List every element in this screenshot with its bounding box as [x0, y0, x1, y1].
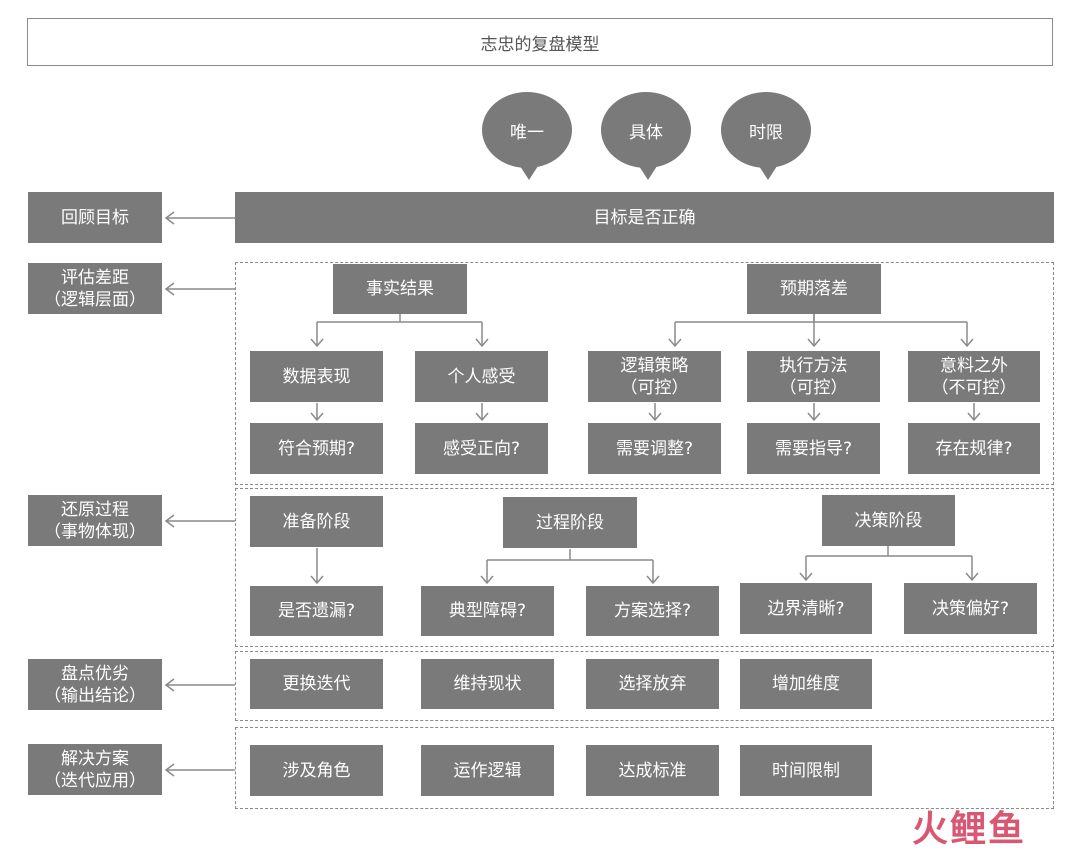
- label-restore-process: 还原过程 （事物体现）: [28, 495, 162, 546]
- solution-operating-logic: 运作逻辑: [421, 745, 554, 796]
- label-conclude: 盘点优劣 （输出结论）: [28, 659, 162, 710]
- node-data-performance: 数据表现: [250, 351, 383, 402]
- node-process-stage: 过程阶段: [503, 497, 637, 548]
- section-assess: [235, 262, 1054, 485]
- conclude-abandon: 选择放弃: [586, 659, 719, 709]
- label-assess-gap: 评估差距 （逻辑层面）: [28, 263, 162, 314]
- node-execution-method: 执行方法 （可控）: [747, 351, 880, 402]
- goal-bar: 目标是否正确: [235, 192, 1054, 243]
- question-feeling-positive: 感受正向?: [415, 423, 548, 474]
- conclude-replace-iterate: 更换迭代: [250, 659, 383, 709]
- bubble-timebound: 时限: [721, 92, 811, 180]
- node-fact-result: 事实结果: [333, 264, 467, 314]
- conclude-maintain: 维持现状: [421, 659, 554, 709]
- question-needs-adjustment: 需要调整?: [588, 423, 721, 474]
- node-expectation-gap: 预期落差: [747, 264, 881, 314]
- logo-watermark: 火鲤鱼: [912, 809, 1027, 850]
- question-typical-obstacle: 典型障碍?: [421, 586, 554, 636]
- section-conclude: [235, 651, 1054, 721]
- bubble-specific: 具体: [601, 92, 691, 180]
- solution-success-criteria: 达成标准: [586, 745, 719, 796]
- question-meets-expectation: 符合预期?: [250, 423, 383, 474]
- question-needs-guidance: 需要指导?: [747, 423, 880, 474]
- diagram-title: 志忠的复盘模型: [27, 18, 1053, 66]
- question-decision-preference: 决策偏好?: [904, 583, 1037, 634]
- solution-time-limit: 时间限制: [740, 745, 872, 796]
- question-anything-missed: 是否遗漏?: [250, 586, 383, 636]
- conclude-add-dimension: 增加维度: [740, 659, 872, 709]
- node-prep-stage: 准备阶段: [250, 496, 383, 547]
- node-logic-strategy: 逻辑策略 （可控）: [588, 351, 721, 402]
- node-decision-stage: 决策阶段: [822, 495, 955, 546]
- section-process: [235, 488, 1054, 647]
- node-unexpected: 意料之外 （不可控）: [908, 351, 1040, 402]
- label-review-goal: 回顾目标: [28, 192, 162, 243]
- node-personal-feeling: 个人感受: [415, 351, 548, 402]
- question-has-pattern: 存在规律?: [908, 423, 1040, 474]
- question-solution-choice: 方案选择?: [586, 586, 719, 636]
- section-solution: [235, 727, 1054, 809]
- solution-roles: 涉及角色: [250, 745, 383, 796]
- bubble-unique: 唯一: [482, 92, 572, 180]
- question-clear-boundary: 边界清晰?: [740, 583, 872, 634]
- label-solution: 解决方案 （迭代应用）: [28, 744, 162, 795]
